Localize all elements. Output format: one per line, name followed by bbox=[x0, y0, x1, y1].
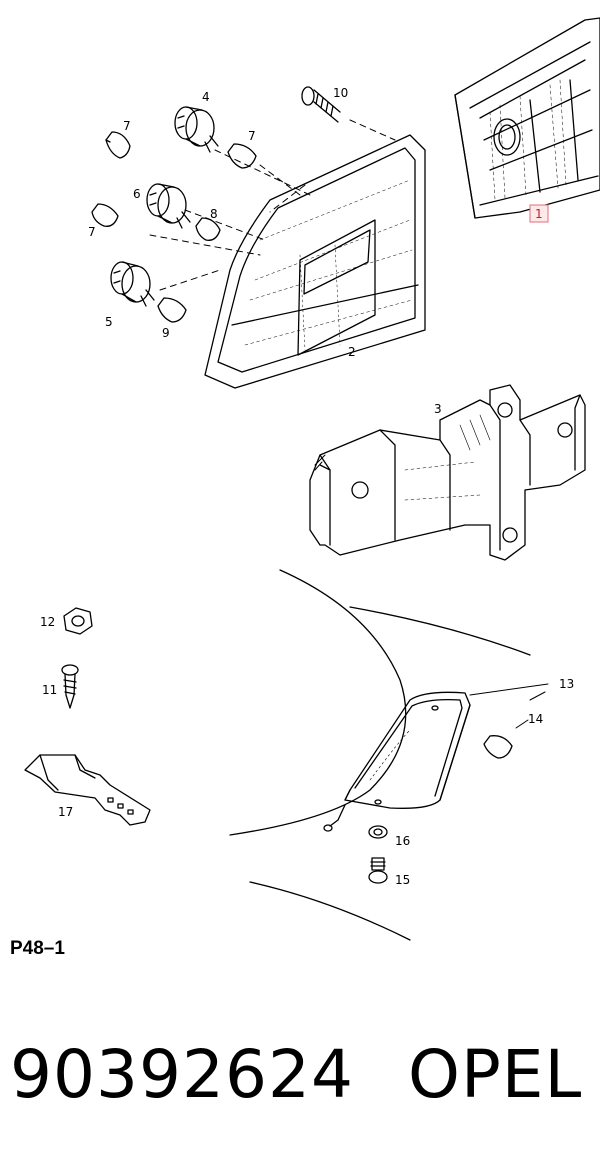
callout-15: 15 bbox=[395, 873, 410, 887]
bulb-part-7a bbox=[105, 131, 131, 159]
callout-7c: 7 bbox=[88, 225, 96, 239]
assembly-leader-lines bbox=[149, 119, 396, 291]
callout-labels: 1 2 3 4 5 6 7 7 7 8 9 10 11 12 13 14 15 … bbox=[40, 86, 574, 887]
callout-8: 8 bbox=[210, 207, 218, 221]
lens-panel-part-1 bbox=[454, 17, 600, 219]
callout-12: 12 bbox=[40, 615, 55, 629]
car-body-outline bbox=[229, 569, 531, 941]
footer: 90392624 OPEL bbox=[0, 1025, 600, 1135]
bulb-part-14 bbox=[483, 735, 513, 759]
callout-11: 11 bbox=[42, 683, 57, 697]
screw-part-15 bbox=[368, 857, 388, 884]
mounting-bracket-part-3 bbox=[309, 384, 586, 561]
part-number: 90392624 bbox=[10, 1036, 354, 1113]
bulb-part-8 bbox=[195, 217, 221, 241]
bulb-socket-part-4 bbox=[174, 106, 219, 153]
callout-14: 14 bbox=[528, 712, 543, 726]
highlighted-callout-box bbox=[529, 204, 549, 223]
callout-4: 4 bbox=[202, 90, 210, 104]
screw-part-10 bbox=[301, 86, 341, 123]
bulb-part-9 bbox=[157, 297, 187, 323]
callout-1: 1 bbox=[535, 207, 543, 221]
tail-lamp-housing-part-2 bbox=[204, 134, 426, 389]
page-reference: P48–1 bbox=[10, 938, 65, 959]
bulb-socket-part-6 bbox=[146, 183, 191, 229]
callout-leaders bbox=[469, 683, 549, 729]
exploded-parts-diagram: 1 2 3 4 5 6 7 7 7 8 9 10 11 12 13 14 15 … bbox=[24, 17, 600, 941]
callout-7b: 7 bbox=[248, 129, 256, 143]
callout-3: 3 bbox=[434, 402, 442, 416]
callout-13: 13 bbox=[559, 677, 574, 691]
bulb-socket-part-5 bbox=[110, 261, 155, 307]
callout-7a: 7 bbox=[123, 119, 131, 133]
grommet-part-16 bbox=[368, 825, 388, 839]
nut-part-12 bbox=[63, 607, 93, 635]
callout-6: 6 bbox=[133, 187, 141, 201]
side-marker-lamp-part-13 bbox=[323, 691, 471, 832]
bulb-part-7c bbox=[91, 203, 119, 227]
callout-9: 9 bbox=[162, 326, 170, 340]
bulb-part-7b bbox=[227, 143, 257, 169]
clip-part-17 bbox=[24, 754, 151, 826]
callout-16: 16 bbox=[395, 834, 410, 848]
callout-5: 5 bbox=[105, 315, 113, 329]
brand-name: OPEL bbox=[408, 1036, 583, 1113]
screw-part-11 bbox=[61, 664, 79, 709]
callout-17: 17 bbox=[58, 805, 73, 819]
callout-10: 10 bbox=[333, 86, 348, 100]
callout-2: 2 bbox=[348, 345, 356, 359]
